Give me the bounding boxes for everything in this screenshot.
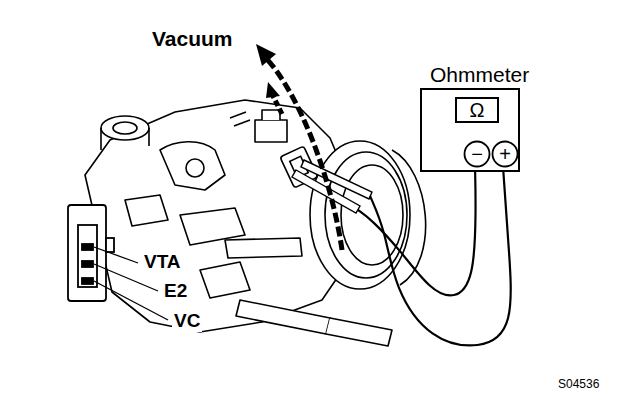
meter-display: Ω	[455, 97, 499, 123]
meter-symbol: Ω	[470, 99, 485, 121]
throttle-body	[230, 112, 250, 126]
meter-symbol: −	[471, 143, 483, 165]
vacuum-arrow	[266, 58, 342, 250]
pin-name: VTA	[142, 252, 183, 273]
connector-inset	[82, 278, 93, 284]
connector-inset	[78, 225, 97, 287]
test-lead	[358, 166, 476, 295]
throttle-body	[262, 110, 280, 120]
throttle-body	[186, 159, 204, 177]
throttle-body	[101, 116, 149, 140]
throttle-body	[236, 300, 330, 334]
vacuum-arrow	[256, 44, 342, 250]
ohmmeter-box: OhmmeterΩ−+	[420, 88, 520, 172]
meter-symbol: +	[499, 143, 511, 165]
leader-line	[94, 247, 138, 263]
throttle-body	[255, 120, 287, 142]
figure-code: S04536	[556, 378, 601, 391]
terminal-circle	[493, 142, 518, 167]
positive-terminal: +	[491, 140, 519, 168]
connector-inset	[82, 244, 93, 250]
vacuum-arrow	[266, 82, 280, 98]
vacuum-arrow	[256, 44, 276, 66]
throttle-body	[113, 122, 137, 134]
throttle-body	[125, 195, 168, 226]
connector-inset	[106, 238, 114, 252]
throttle-body	[160, 142, 225, 190]
throttle-body	[225, 238, 302, 258]
vacuum-label: Vacuum	[150, 27, 235, 50]
pin-name: E2	[162, 281, 189, 302]
test-lead	[370, 166, 511, 345]
air-intake-ring	[310, 141, 426, 289]
connector-inset	[82, 261, 93, 267]
air-intake-ring	[341, 165, 403, 265]
vacuum-arrow	[272, 94, 282, 114]
throttle-body	[200, 262, 250, 298]
air-intake-ring	[310, 141, 410, 289]
meter-title: Ohmmeter	[430, 63, 529, 86]
pin-name: VC	[172, 311, 202, 332]
terminal-circle	[465, 142, 490, 167]
connector-inset	[68, 205, 114, 301]
tester-probe	[301, 160, 372, 199]
negative-terminal: −	[463, 140, 491, 168]
leader-line	[94, 281, 168, 320]
connector-inset	[68, 205, 106, 301]
throttle-body	[326, 318, 392, 346]
